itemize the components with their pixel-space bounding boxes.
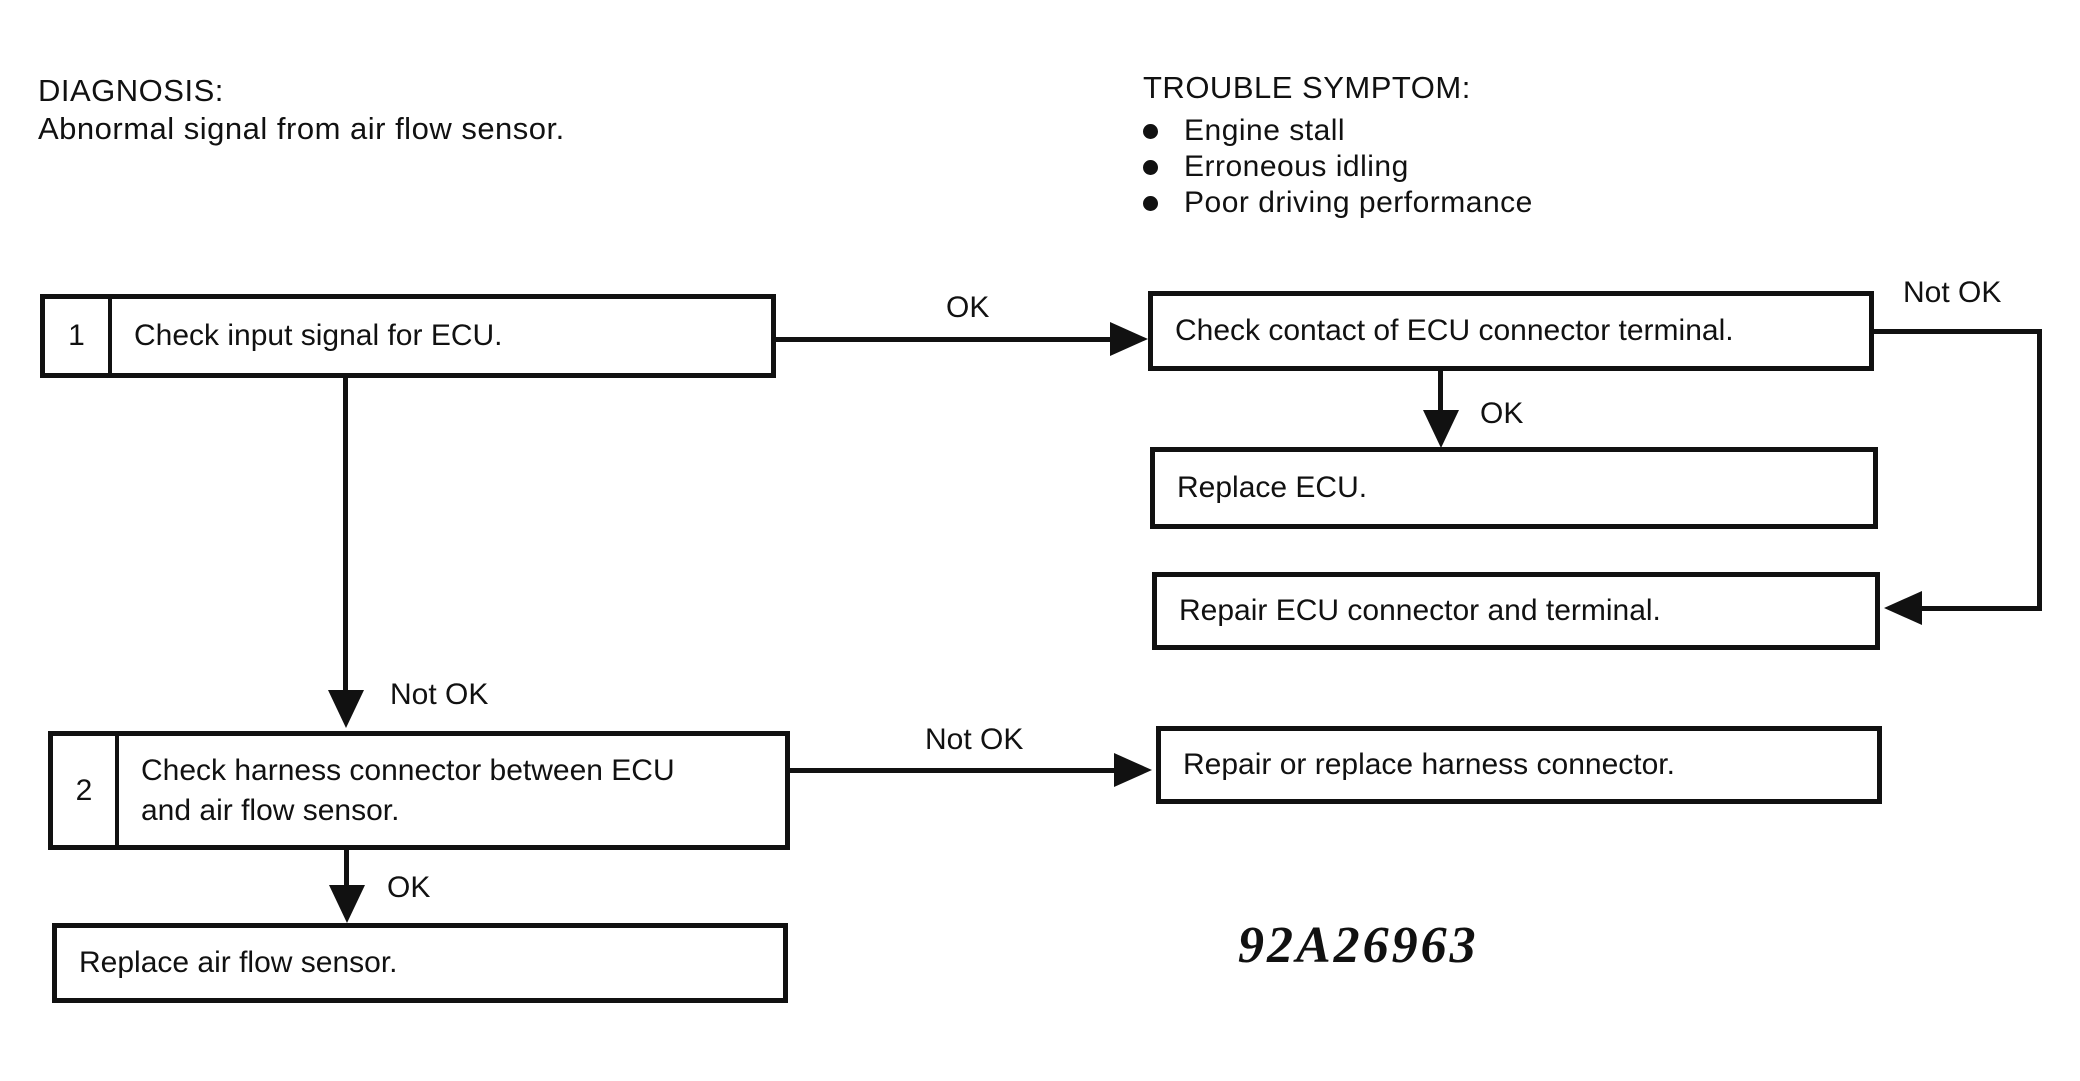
- figure-code: 92A26963: [1238, 917, 1479, 974]
- trouble-symptom-item: Poor driving performance: [1143, 185, 1533, 221]
- diagnosis-heading: DIAGNOSIS:: [38, 73, 224, 108]
- arrowhead-down-icon: [328, 690, 364, 728]
- bullet-icon: [1143, 123, 1158, 139]
- trouble-symptom-section: TROUBLE SYMPTOM: Engine stall Erroneous …: [1143, 69, 1533, 221]
- edge-contact-ok-label: OK: [1480, 397, 1524, 430]
- trouble-symptom-item-label: Erroneous idling: [1184, 150, 1409, 183]
- bullet-icon: [1143, 195, 1158, 211]
- trouble-symptom-list: Engine stall Erroneous idling Poor drivi…: [1143, 113, 1533, 221]
- arrowhead-down-icon: [1423, 410, 1459, 448]
- repair-connector-label: Repair ECU connector and terminal.: [1179, 594, 1661, 627]
- trouble-symptom-item-label: Poor driving performance: [1184, 186, 1533, 219]
- repair-harness-label: Repair or replace harness connector.: [1183, 748, 1675, 781]
- trouble-symptom-heading: TROUBLE SYMPTOM:: [1143, 70, 1471, 105]
- edge-step1-notok-line: [343, 378, 348, 692]
- arrowhead-left-icon: [1884, 591, 1922, 625]
- check-contact-box: Check contact of ECU connector terminal.: [1148, 291, 1874, 371]
- repair-connector-box: Repair ECU connector and terminal.: [1152, 572, 1880, 650]
- edge-contact-notok-line-top: [1872, 329, 2042, 334]
- edge-step1-ok-label: OK: [946, 291, 990, 324]
- edge-step1-ok-line: [776, 337, 1112, 342]
- step2-number: 2: [53, 736, 119, 845]
- arrowhead-down-icon: [329, 885, 365, 923]
- step1-number: 1: [45, 299, 112, 373]
- trouble-symptom-item: Erroneous idling: [1143, 149, 1533, 185]
- edge-step2-notok-label: Not OK: [925, 723, 1024, 756]
- edge-step2-ok-label: OK: [387, 871, 431, 904]
- arrowhead-right-icon: [1110, 322, 1148, 356]
- arrowhead-right-icon: [1114, 753, 1152, 787]
- bullet-icon: [1143, 159, 1158, 175]
- trouble-symptom-item-label: Engine stall: [1184, 114, 1346, 147]
- edge-contact-notok-line-side: [2037, 329, 2042, 611]
- edge-step2-ok-line: [344, 850, 349, 890]
- edge-contact-notok-label: Not OK: [1903, 276, 2002, 309]
- check-contact-label: Check contact of ECU connector terminal.: [1175, 314, 1734, 347]
- edge-contact-notok-line-bottom: [1920, 606, 2042, 611]
- step2-box: 2 Check harness connector between ECU an…: [48, 731, 790, 850]
- trouble-symptom-item: Engine stall: [1143, 113, 1533, 149]
- replace-sensor-box: Replace air flow sensor.: [52, 923, 788, 1003]
- edge-step2-notok-line: [790, 768, 1116, 773]
- edge-contact-ok-line: [1438, 371, 1443, 415]
- step1-label: Check input signal for ECU.: [134, 319, 503, 352]
- step1-box: 1 Check input signal for ECU.: [40, 294, 776, 378]
- edge-step1-notok-label: Not OK: [390, 678, 489, 711]
- replace-sensor-label: Replace air flow sensor.: [79, 946, 398, 979]
- step2-label: Check harness connector between ECU and …: [141, 753, 675, 827]
- diagnosis-text: Abnormal signal from air flow sensor.: [38, 111, 565, 146]
- replace-ecu-box: Replace ECU.: [1150, 447, 1878, 529]
- diagnosis-section: DIAGNOSIS: Abnormal signal from air flow…: [38, 72, 565, 148]
- repair-harness-box: Repair or replace harness connector.: [1156, 726, 1882, 804]
- replace-ecu-label: Replace ECU.: [1177, 471, 1368, 504]
